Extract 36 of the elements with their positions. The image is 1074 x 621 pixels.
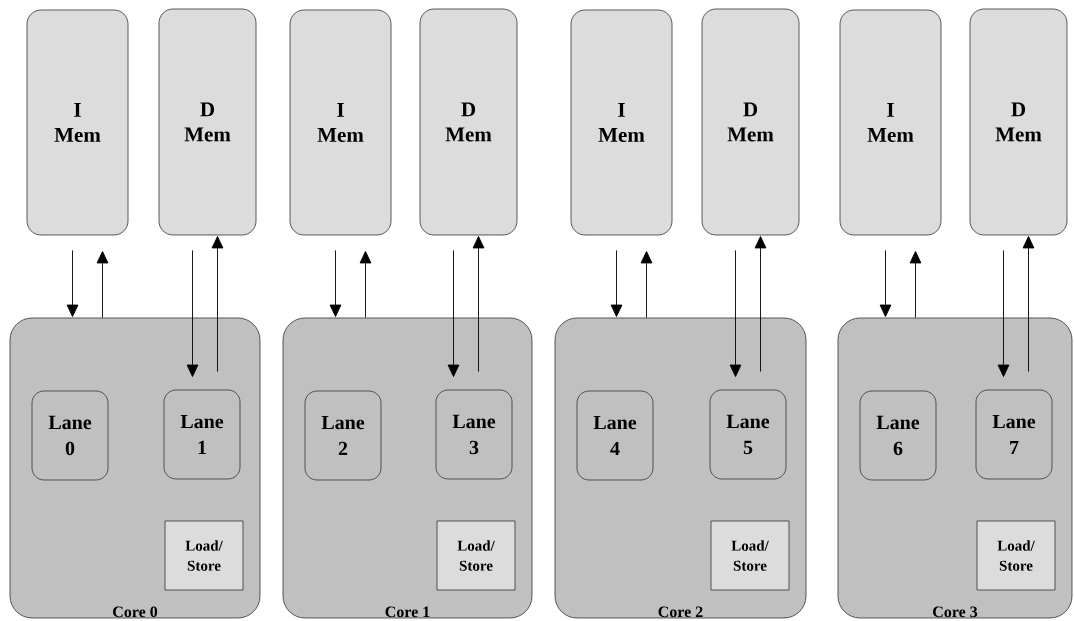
memory-box: I Mem bbox=[570, 9, 673, 236]
arrow bbox=[96, 251, 109, 319]
memory-box: I Mem bbox=[289, 9, 392, 236]
memory-box: D Mem bbox=[158, 8, 257, 236]
lane-box: Lane 3 bbox=[435, 389, 513, 480]
lane-box: Lane 4 bbox=[576, 390, 654, 481]
arrow bbox=[447, 249, 460, 377]
lane-box: Lane 6 bbox=[859, 390, 937, 481]
lane-box: Lane 1 bbox=[163, 389, 241, 480]
arrow bbox=[329, 249, 342, 317]
arrow bbox=[909, 251, 922, 319]
memory-box: D Mem bbox=[701, 8, 800, 236]
arrow bbox=[879, 249, 892, 317]
arrow bbox=[729, 249, 742, 377]
load-store-box: Load/ Store bbox=[436, 520, 516, 591]
load-store-box: Load/ Store bbox=[710, 520, 790, 591]
memory-box: I Mem bbox=[26, 9, 129, 236]
arrow bbox=[610, 249, 623, 317]
arrow bbox=[66, 249, 79, 317]
arrow bbox=[1022, 236, 1035, 373]
arrow bbox=[472, 236, 485, 373]
arrow bbox=[997, 249, 1010, 377]
arrow bbox=[359, 251, 372, 319]
arrow bbox=[754, 236, 767, 373]
lane-box: Lane 5 bbox=[709, 389, 787, 480]
arrow bbox=[640, 251, 653, 319]
lane-box: Lane 7 bbox=[975, 389, 1053, 480]
lane-box: Lane 0 bbox=[31, 390, 109, 481]
arrow bbox=[211, 236, 224, 373]
memory-box: D Mem bbox=[419, 8, 518, 236]
memory-box: I Mem bbox=[839, 9, 942, 236]
memory-box: D Mem bbox=[969, 8, 1068, 236]
load-store-box: Load/ Store bbox=[976, 520, 1056, 591]
load-store-box: Load/ Store bbox=[164, 520, 244, 591]
lane-box: Lane 2 bbox=[304, 390, 382, 481]
arrow bbox=[186, 249, 199, 377]
